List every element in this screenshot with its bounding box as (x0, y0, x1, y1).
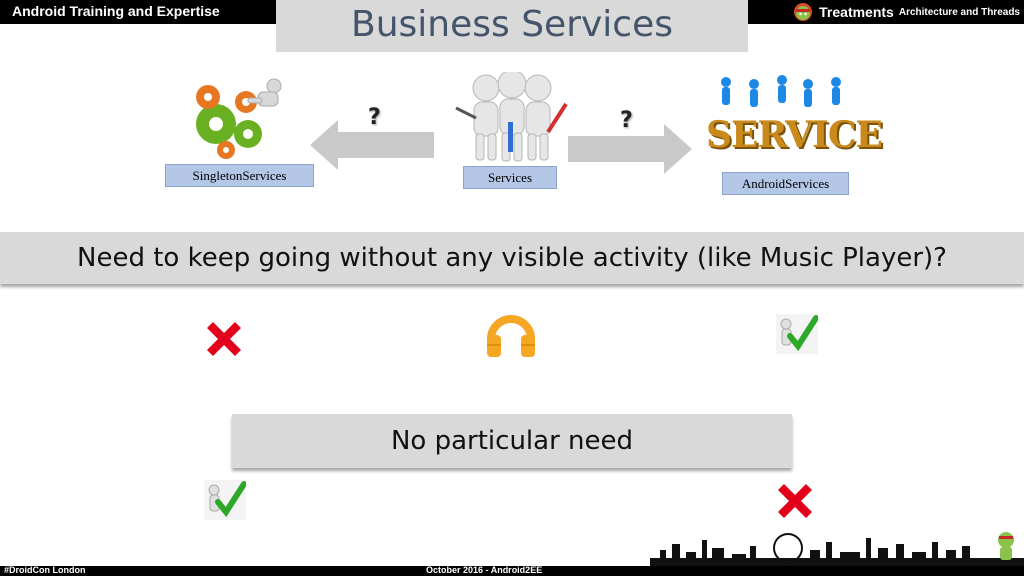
header-right-subtitle: Architecture and Threads (898, 6, 1020, 18)
header-right-title: Treatments (819, 4, 894, 20)
headphones-icon (487, 315, 535, 357)
slide-title: Business Services (351, 4, 673, 45)
gears-icon (196, 78, 282, 159)
header-right: Treatments Architecture and Threads (793, 2, 1020, 22)
question-band-1: Need to keep going without any visible a… (0, 232, 1024, 284)
android-services-label: AndroidServices (722, 172, 849, 195)
services-text: Services (487, 169, 533, 185)
header-left-title: Android Training and Expertise (12, 3, 220, 19)
cross-icon (207, 322, 241, 356)
footer-bar: #DroidCon London October 2016 - Android2… (0, 565, 1024, 576)
left-arrow-icon (310, 120, 434, 170)
cross-icon (778, 484, 812, 518)
footer-left-text: #DroidCon London (4, 565, 86, 575)
android-services-text: AndroidServices (741, 175, 830, 191)
checkmark-figure-icon (776, 314, 818, 354)
service-word-image: SERVICE (704, 74, 883, 168)
singleton-services-label: SingletonServices (165, 164, 314, 187)
singleton-services-text: SingletonServices (192, 167, 287, 183)
question-1-text: Need to keep going without any visible a… (77, 243, 947, 273)
team-tools-icon (455, 72, 568, 162)
right-question-mark: ? (620, 108, 633, 133)
checkmark-figure-icon (204, 480, 246, 520)
left-question-mark: ? (368, 105, 381, 130)
london-skyline-icon (650, 532, 1024, 570)
right-arrow-icon (568, 124, 692, 174)
slide-title-box: Business Services (276, 0, 748, 52)
service-word: SERVICE (706, 114, 883, 156)
android-mascot-icon (794, 3, 813, 21)
footer-center-text: October 2016 - Android2EE (426, 565, 543, 575)
question-band-2: No particular need (232, 414, 792, 468)
question-2-text: No particular need (390, 426, 634, 456)
services-label: Services (463, 166, 557, 189)
